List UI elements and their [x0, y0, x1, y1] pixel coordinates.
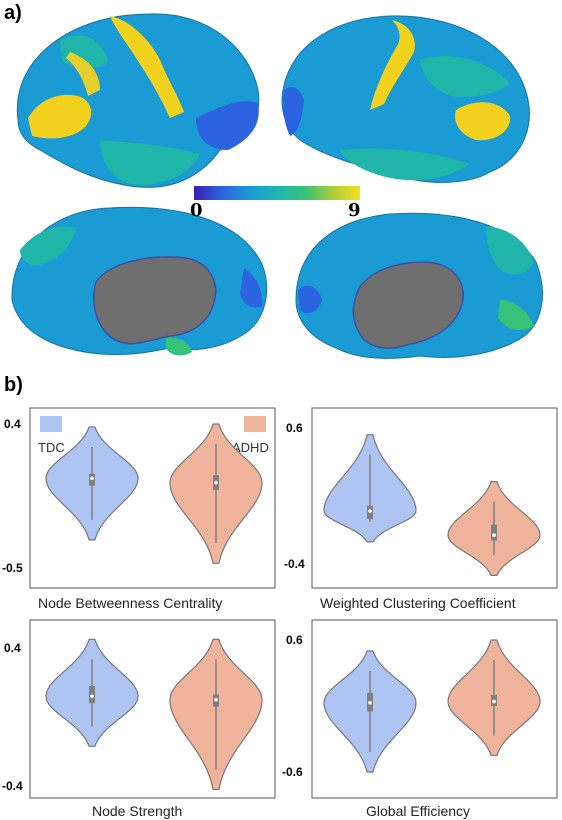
violin-adhd — [447, 481, 541, 576]
y-tick-label: -0.4 — [284, 557, 305, 571]
y-tick-label: -0.6 — [282, 765, 303, 779]
brain-right-medial — [295, 212, 543, 359]
panel-title: Node Strength — [92, 803, 182, 819]
colorbar-max-label: 9 — [348, 200, 361, 221]
y-tick-label: -0.4 — [2, 779, 23, 793]
violin-panel-4: 0.6 -0.6 Global Efficiency — [282, 619, 558, 819]
violin-tdc — [323, 650, 417, 773]
y-tick-label: -0.5 — [2, 561, 23, 575]
panel-title: Weighted Clustering Coefficient — [320, 595, 516, 611]
panel-title: Global Efficiency — [366, 803, 470, 819]
violin-median — [214, 697, 218, 702]
violin-iqr-box — [491, 524, 497, 541]
legend-swatch-adhd — [244, 416, 266, 432]
violin-median — [90, 476, 94, 481]
violin-panel-2: 0.6 -0.4 Weighted Clustering Coefficient — [284, 407, 558, 611]
brain-left-lateral — [16, 13, 260, 188]
violin-tdc — [45, 426, 139, 541]
y-tick-label: 0.4 — [4, 641, 21, 655]
violin-median — [492, 533, 496, 537]
violin-tdc — [323, 434, 417, 543]
violin-adhd — [169, 423, 263, 564]
legend-label-tdc: TDC — [38, 440, 65, 455]
brain-surface-maps — [11, 13, 543, 359]
violin-adhd — [447, 639, 541, 757]
violin-median — [214, 480, 218, 485]
panel-title: Node Betweenness Centrality — [38, 595, 222, 611]
colorbar-min-label: 0 — [190, 200, 203, 221]
violin-adhd — [169, 638, 263, 791]
panel-a-label: a) — [4, 2, 22, 24]
legend-label-adhd: ADHD — [232, 440, 269, 455]
y-tick-label: 0.4 — [4, 417, 21, 431]
violin-panel-1: 0.4 -0.5 Node Betweenness Centrality TDC… — [2, 407, 276, 611]
panel-b-label: b) — [4, 374, 23, 396]
brain-right-lateral — [281, 15, 530, 183]
violin-median — [368, 700, 372, 705]
y-tick-label: 0.6 — [286, 633, 303, 647]
violin-median — [90, 694, 94, 699]
brain-left-medial — [11, 206, 268, 356]
violin-panel-3: 0.4 -0.4 Node Strength — [2, 619, 276, 819]
colorbar — [194, 186, 360, 200]
legend-swatch-tdc — [40, 416, 62, 432]
violin-median — [368, 509, 372, 513]
violin-tdc — [45, 638, 139, 747]
violin-median — [492, 699, 496, 704]
y-tick-label: 0.6 — [286, 421, 303, 435]
